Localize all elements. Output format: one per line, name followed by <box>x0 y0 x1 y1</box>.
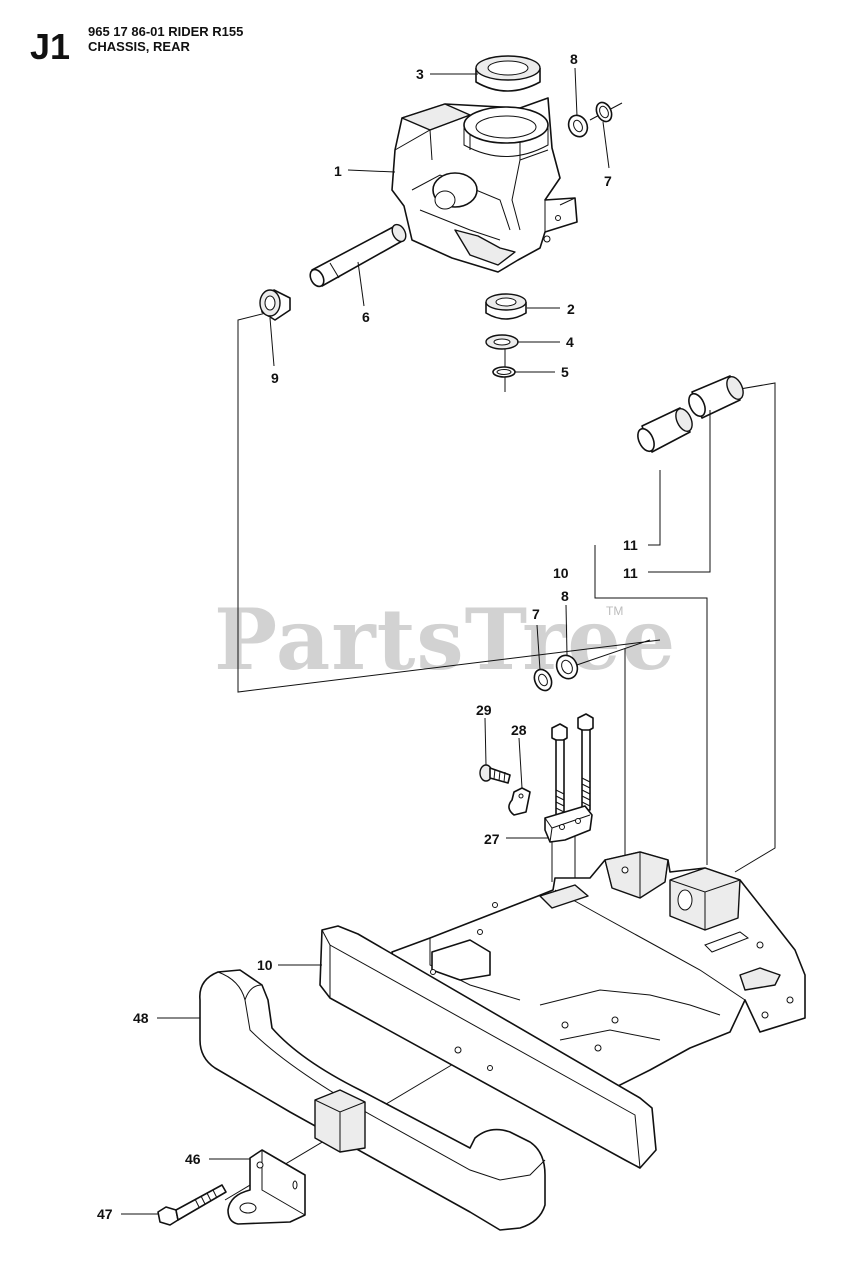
model-title: 965 17 86-01 RIDER R155 <box>88 24 244 39</box>
callout-7-top: 7 <box>604 173 612 189</box>
mount-bolt-part <box>157 1184 227 1226</box>
watermark-logo: PartsTree <box>214 590 677 689</box>
callout-8-top: 8 <box>570 51 578 67</box>
clip-part <box>508 787 531 816</box>
washer-and-circlip-top <box>567 101 613 138</box>
callout-3: 3 <box>416 66 424 82</box>
bracket-part <box>544 805 593 843</box>
callout-27: 27 <box>484 831 500 847</box>
bearing-part <box>485 293 527 320</box>
callout-7-middle: 7 <box>532 606 540 622</box>
callout-29: 29 <box>476 702 492 718</box>
callout-46: 46 <box>185 1151 201 1167</box>
callout-47: 47 <box>97 1206 113 1222</box>
section-title: CHASSIS, REAR <box>88 39 190 54</box>
bolts-part <box>551 713 594 823</box>
callout-4: 4 <box>566 334 574 350</box>
callout-11-b: 11 <box>623 565 638 581</box>
callout-8-middle: 8 <box>561 588 569 604</box>
callout-leaders <box>121 67 711 1215</box>
mount-bracket-part <box>227 1149 306 1225</box>
callout-1: 1 <box>334 163 342 179</box>
screw-part <box>479 764 511 784</box>
callout-10-middle: 10 <box>553 565 569 581</box>
callout-5: 5 <box>561 364 569 380</box>
chassis-frame-part <box>391 851 806 1096</box>
callout-numbers: 3 1 8 7 6 9 2 4 5 11 10 11 7 8 29 28 27 … <box>97 51 638 1222</box>
seal-part <box>475 55 541 92</box>
callout-10-bottom: 10 <box>257 957 273 973</box>
axle-housing-part <box>391 97 578 273</box>
retaining-ring-part <box>485 334 519 350</box>
callout-2: 2 <box>567 301 575 317</box>
bumper-part <box>199 969 546 1231</box>
callout-28: 28 <box>511 722 527 738</box>
washer-and-circlip-middle <box>533 654 579 692</box>
bushing-part <box>259 289 291 321</box>
watermark-trademark: TM <box>606 604 624 618</box>
spacer-tubes-part <box>637 375 744 453</box>
callout-9: 9 <box>271 370 279 386</box>
callout-6: 6 <box>362 309 370 325</box>
rear-bar-part <box>319 925 657 1169</box>
pivot-pin-part <box>309 223 407 288</box>
o-ring-part <box>492 366 516 378</box>
page-code: J1 <box>30 26 71 67</box>
callout-11-a: 11 <box>623 537 638 553</box>
callout-48: 48 <box>133 1010 149 1026</box>
